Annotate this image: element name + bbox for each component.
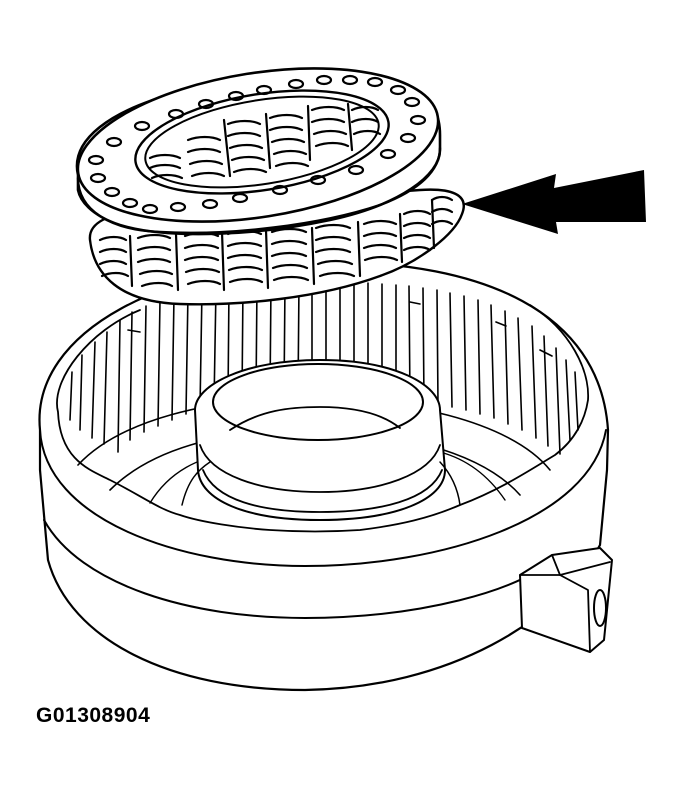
recess-springs (148, 102, 382, 180)
center-hub (181, 359, 461, 521)
figure-caption: G01308904 (36, 704, 151, 727)
spring-retainer-plate (75, 67, 442, 236)
callout-arrow-icon (462, 170, 646, 234)
mounting-lug (519, 547, 613, 653)
retainer-holes (87, 74, 427, 215)
